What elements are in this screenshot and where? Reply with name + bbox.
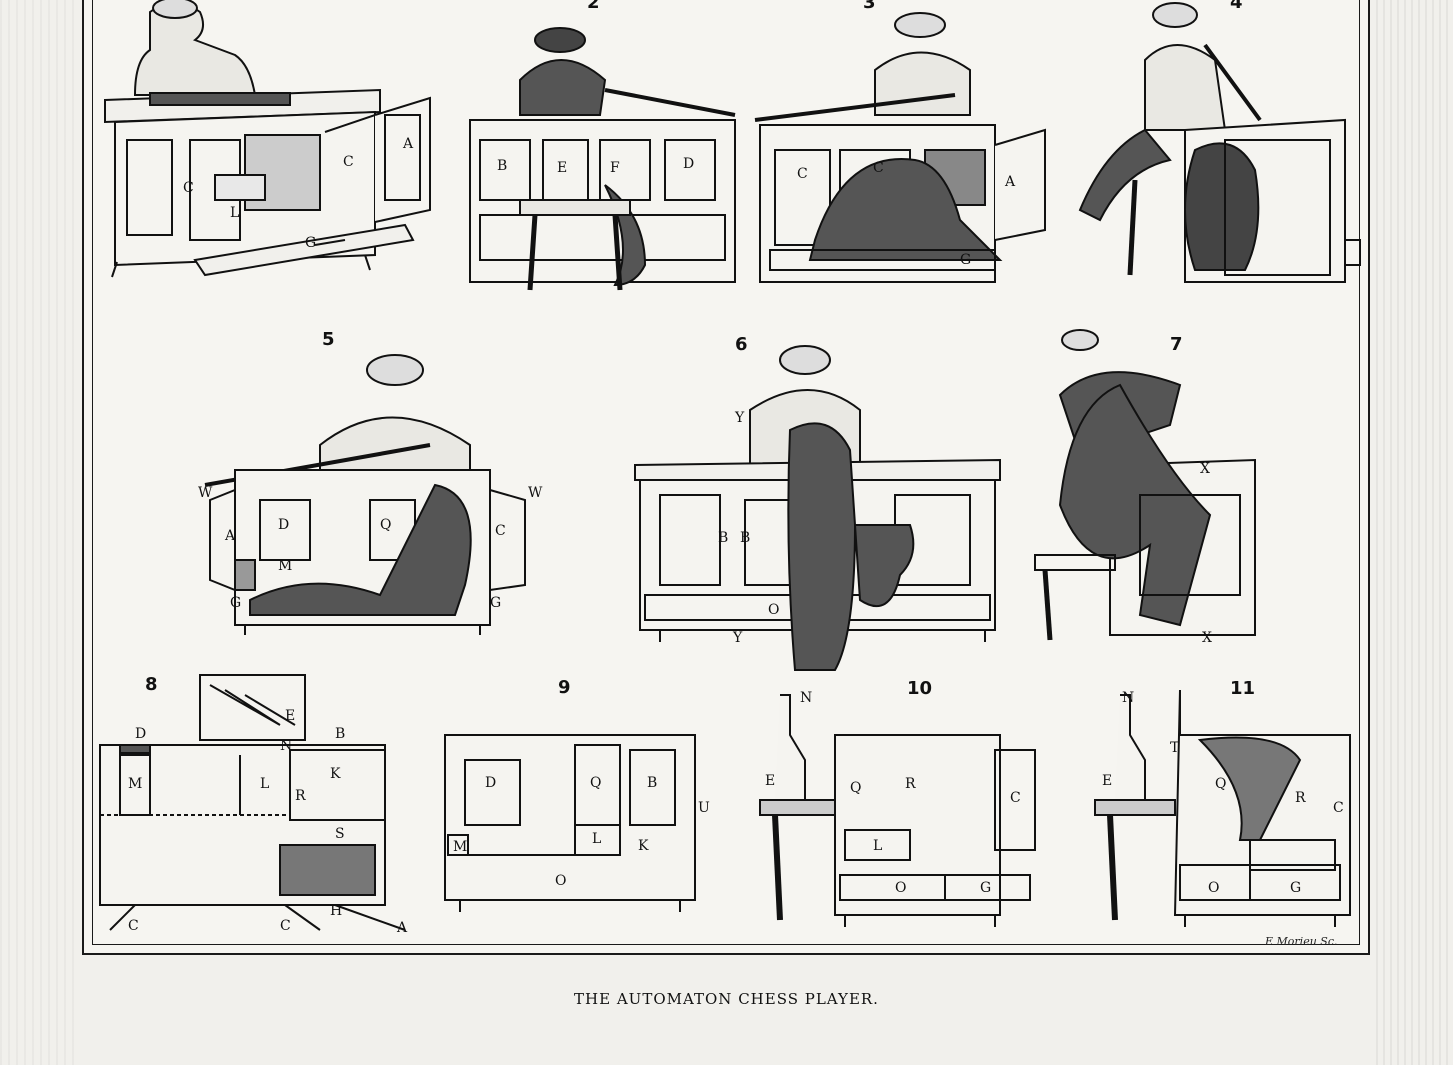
figure-10-label: N — [800, 690, 812, 706]
figure-5: 5 W W A D Q C M G G — [198, 329, 543, 635]
figure-2-number: 2 — [587, 0, 600, 13]
bleed-through-left — [0, 0, 80, 1065]
figure-8-number: 8 — [145, 674, 158, 695]
figure-6: 6 Y B B O Y — [634, 334, 1001, 671]
figure-8: 8 E D N B M L K R S C C H A — [99, 674, 408, 936]
figure-4: 4 — [1078, 0, 1361, 283]
figure-1-label: C — [183, 180, 194, 196]
figure-10-label: L — [873, 838, 882, 854]
figure-2-label: D — [683, 156, 694, 172]
figure-2: 2 B E F D — [469, 0, 736, 291]
figure-2-label: B — [497, 158, 507, 174]
figure-10-label: G — [980, 880, 991, 896]
figure-5-label: W — [528, 485, 543, 501]
figure-8-label: D — [135, 726, 146, 742]
figure-8-label: A — [396, 920, 408, 936]
figure-3-label: C — [797, 166, 808, 182]
plate-caption: THE AUTOMATON CHESS PLAYER. — [574, 990, 879, 1008]
figure-8-label: C — [128, 918, 139, 934]
figure-3-label: C — [873, 160, 884, 176]
figure-8-label: N — [280, 738, 292, 754]
figure-10-label: Q — [850, 780, 861, 796]
figure-1-label: G — [305, 235, 316, 251]
figure-8-label: C — [280, 918, 291, 934]
figure-9-label: M — [453, 839, 467, 855]
figure-1-label: L — [230, 205, 239, 221]
figure-2-label: E — [557, 160, 567, 176]
figure-9-label: O — [555, 873, 566, 889]
figure-9-label: D — [485, 775, 496, 791]
figure-8-label: K — [330, 766, 341, 782]
figure-3-label: G — [960, 252, 971, 268]
figure-8-label: L — [260, 776, 269, 792]
figure-2-label: F — [610, 160, 620, 176]
figure-8-label: S — [335, 826, 345, 842]
figure-7-number: 7 — [1170, 334, 1183, 355]
figure-11-label: N — [1122, 690, 1134, 706]
figure-1-label: C — [343, 154, 354, 170]
figure-3-label: A — [1004, 174, 1016, 190]
figure-9-label: B — [647, 775, 657, 791]
figure-5-label: M — [278, 558, 292, 574]
figure-11-label: R — [1295, 790, 1306, 806]
figure-6-label: B — [718, 530, 728, 546]
figure-11-label: E — [1102, 773, 1112, 789]
figure-1-label: A — [402, 136, 414, 152]
figure-8-label: E — [285, 708, 295, 724]
figure-8-label: M — [128, 776, 142, 792]
figure-11-label: G — [1290, 880, 1301, 896]
figure-9-label: Q — [590, 775, 601, 791]
figure-7: 7 X X — [1034, 329, 1256, 646]
figure-5-number: 5 — [322, 329, 335, 350]
figure-5-label: Q — [380, 517, 391, 533]
figure-6-label: O — [768, 602, 779, 618]
figure-11: 11 N T E Q R C O G — [1094, 678, 1351, 927]
figure-10-label: O — [895, 880, 906, 896]
figure-3: 3 C C A G — [754, 0, 1046, 283]
figure-6-label: B — [740, 530, 750, 546]
figure-10-label: R — [905, 776, 916, 792]
figure-11-label: Q — [1215, 776, 1226, 792]
figure-8-label: H — [330, 903, 342, 919]
figure-5-label: W — [198, 485, 213, 501]
figure-8-label: B — [335, 726, 345, 742]
figure-7-label: X — [1200, 461, 1210, 477]
figure-11-number: 11 — [1230, 678, 1255, 699]
figure-9-label: K — [638, 838, 649, 854]
figure-10: 10 N E Q R C L O G — [759, 678, 1036, 927]
figure-1: A C C L G — [104, 0, 431, 278]
figure-11-label: T — [1170, 740, 1180, 756]
figure-4-number: 4 — [1230, 0, 1243, 13]
figure-9: 9 D Q B U L K M O — [444, 677, 710, 912]
figure-8-label: R — [295, 788, 306, 804]
figure-7-label: X — [1202, 630, 1212, 646]
engraver-signature: E Morieu Sc. — [1265, 935, 1338, 948]
figure-5-label: A — [224, 528, 236, 544]
figure-5-label: G — [230, 595, 241, 611]
figure-3-number: 3 — [863, 0, 876, 13]
figure-9-label: L — [592, 831, 601, 847]
figure-6-label: Y — [734, 410, 745, 426]
figure-9-label: U — [698, 800, 710, 816]
figure-5-label: D — [278, 517, 289, 533]
figure-10-label: C — [1010, 790, 1021, 806]
plate-inner-border — [92, 0, 1360, 945]
figure-5-label: C — [495, 523, 506, 539]
figure-6-label: Y — [732, 630, 743, 646]
bleed-through-right — [1376, 0, 1453, 1065]
figure-6-number: 6 — [735, 334, 748, 355]
figure-9-number: 9 — [558, 677, 571, 698]
figure-11-label: O — [1208, 880, 1219, 896]
figure-10-number: 10 — [907, 678, 932, 699]
figure-11-label: C — [1333, 800, 1344, 816]
figure-10-label: E — [765, 773, 775, 789]
figure-5-label: G — [490, 595, 501, 611]
